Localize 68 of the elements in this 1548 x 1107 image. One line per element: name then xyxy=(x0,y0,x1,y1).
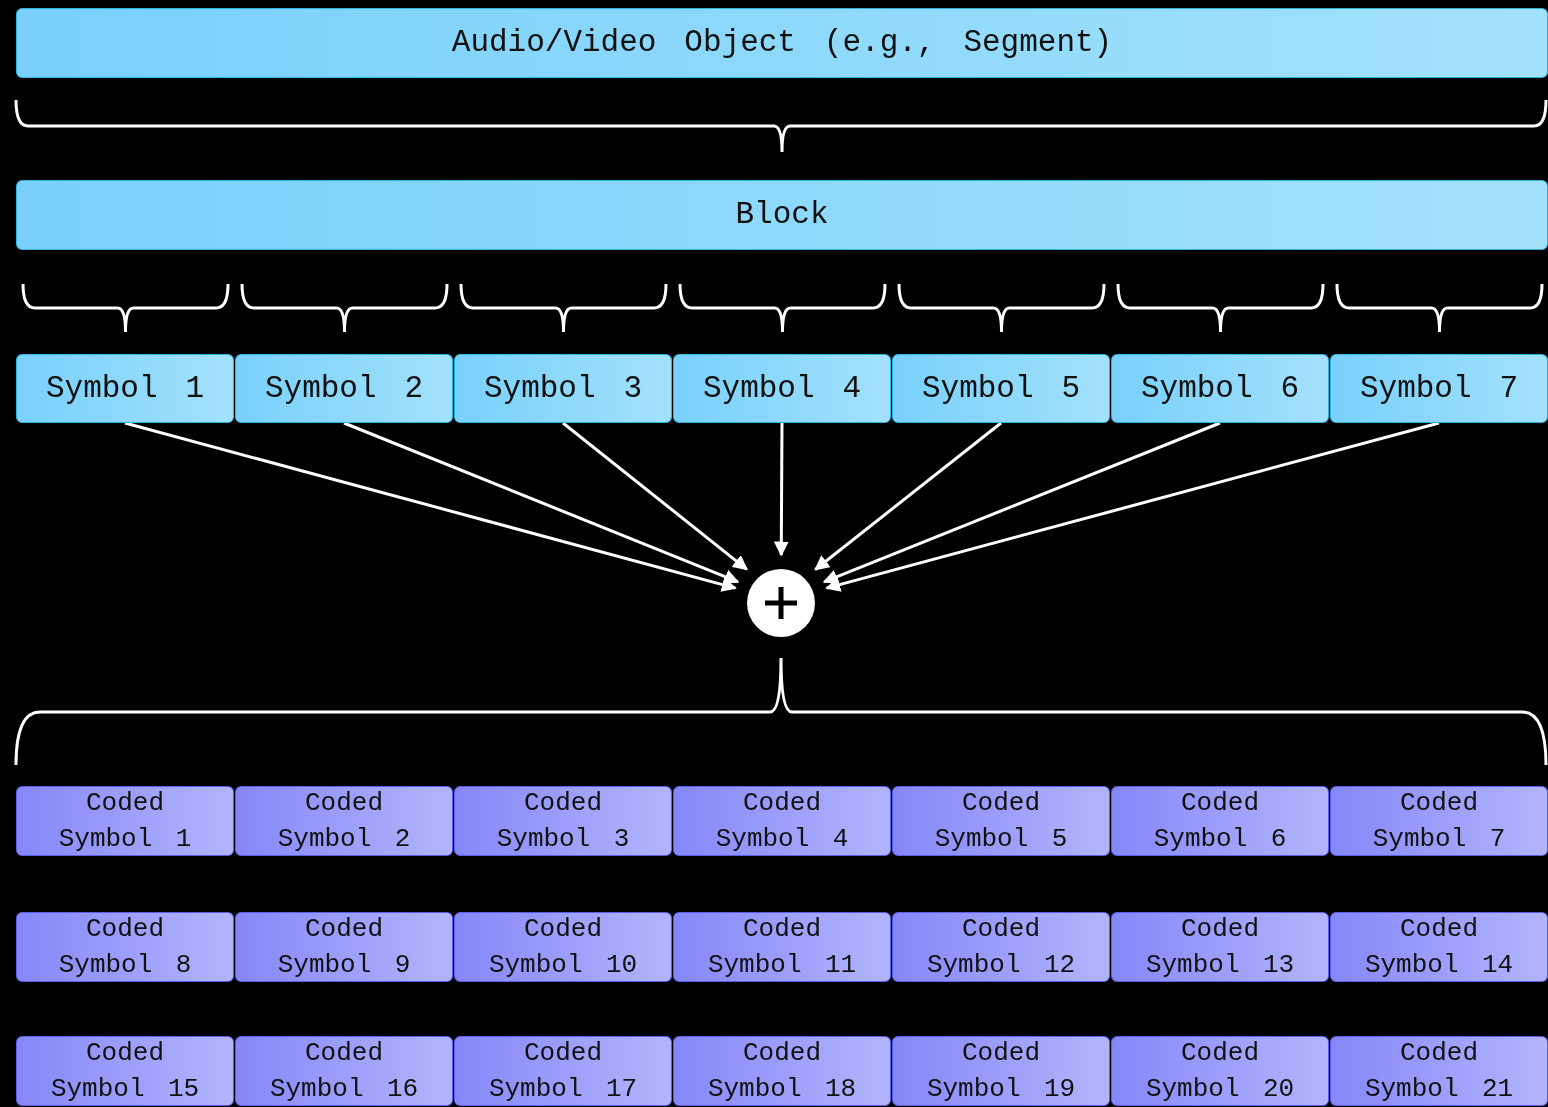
coded-symbol-box xyxy=(673,1036,891,1106)
box-label: Coded Symbol 18 xyxy=(706,1037,858,1106)
coded-symbol-box xyxy=(16,786,234,856)
box-label: Coded Symbol 19 xyxy=(925,1037,1077,1106)
box-label: Coded Symbol 17 xyxy=(487,1037,639,1106)
coded-symbol-box xyxy=(454,912,672,982)
symbol-box xyxy=(454,354,672,423)
container-bar xyxy=(16,180,1548,250)
arrow xyxy=(822,421,1221,584)
box-label: Coded Symbol 21 xyxy=(1363,1037,1515,1106)
box-label: Symbol 1 xyxy=(44,369,206,408)
arrow xyxy=(562,421,748,571)
coded-symbol-box xyxy=(1111,912,1329,982)
symbol-box xyxy=(1111,354,1329,423)
coded-symbol-box xyxy=(1330,912,1548,982)
coded-symbol-box xyxy=(1330,1036,1548,1106)
symbol-box xyxy=(16,354,234,423)
arrow xyxy=(773,423,789,557)
symbol-box xyxy=(1330,354,1548,423)
box-label: Coded Symbol 10 xyxy=(487,913,639,982)
coded-symbol-box xyxy=(673,786,891,856)
coded-symbol-box xyxy=(892,786,1110,856)
box-label: Coded Symbol 3 xyxy=(495,787,631,856)
box-label: Coded Symbol 16 xyxy=(268,1037,420,1106)
symbol-box xyxy=(892,354,1110,423)
box-label: Coded Symbol 2 xyxy=(276,787,412,856)
box-label: Symbol 6 xyxy=(1139,369,1301,408)
symbol-box xyxy=(673,354,891,423)
arrow xyxy=(343,421,740,584)
coded-symbol-box xyxy=(1330,786,1548,856)
box-label: Audio/Video Object (e.g., Segment) xyxy=(450,24,1114,62)
arrow xyxy=(814,421,1002,571)
coded-symbol-box xyxy=(16,1036,234,1106)
box-label: Coded Symbol 5 xyxy=(933,787,1069,856)
arrow xyxy=(124,421,737,592)
coded-symbol-box xyxy=(1111,1036,1329,1106)
box-label: Symbol 4 xyxy=(701,369,863,408)
box-label: Coded Symbol 7 xyxy=(1371,787,1507,856)
coded-symbol-box xyxy=(892,1036,1110,1106)
box-label: Coded Symbol 15 xyxy=(49,1037,201,1106)
box-label: Block xyxy=(734,196,830,234)
symbol-box xyxy=(235,354,453,423)
box-label: Coded Symbol 12 xyxy=(925,913,1077,982)
box-label: Coded Symbol 13 xyxy=(1144,913,1296,982)
box-label: Symbol 7 xyxy=(1358,369,1520,408)
coded-symbol-box xyxy=(1111,786,1329,856)
box-label: Coded Symbol 8 xyxy=(57,913,193,982)
coded-symbol-box xyxy=(454,786,672,856)
box-label: Coded Symbol 20 xyxy=(1144,1037,1296,1106)
box-label: Symbol 3 xyxy=(482,369,644,408)
box-label: Symbol 5 xyxy=(920,369,1082,408)
coded-symbol-box xyxy=(673,912,891,982)
coded-symbol-box xyxy=(892,912,1110,982)
box-label: Coded Symbol 4 xyxy=(714,787,850,856)
box-label: Symbol 2 xyxy=(263,369,425,408)
container-bar xyxy=(16,8,1548,78)
box-label: Coded Symbol 6 xyxy=(1152,787,1288,856)
coded-symbol-box xyxy=(235,786,453,856)
coded-symbol-box xyxy=(16,912,234,982)
coded-symbol-box xyxy=(235,912,453,982)
sum-circle xyxy=(747,569,815,637)
arrow xyxy=(825,421,1440,592)
coded-symbol-box xyxy=(454,1036,672,1106)
box-label: Coded Symbol 11 xyxy=(706,913,858,982)
box-label: Coded Symbol 1 xyxy=(57,787,193,856)
coded-symbol-box xyxy=(235,1036,453,1106)
box-label: Coded Symbol 9 xyxy=(276,913,412,982)
box-label: Coded Symbol 14 xyxy=(1363,913,1515,982)
